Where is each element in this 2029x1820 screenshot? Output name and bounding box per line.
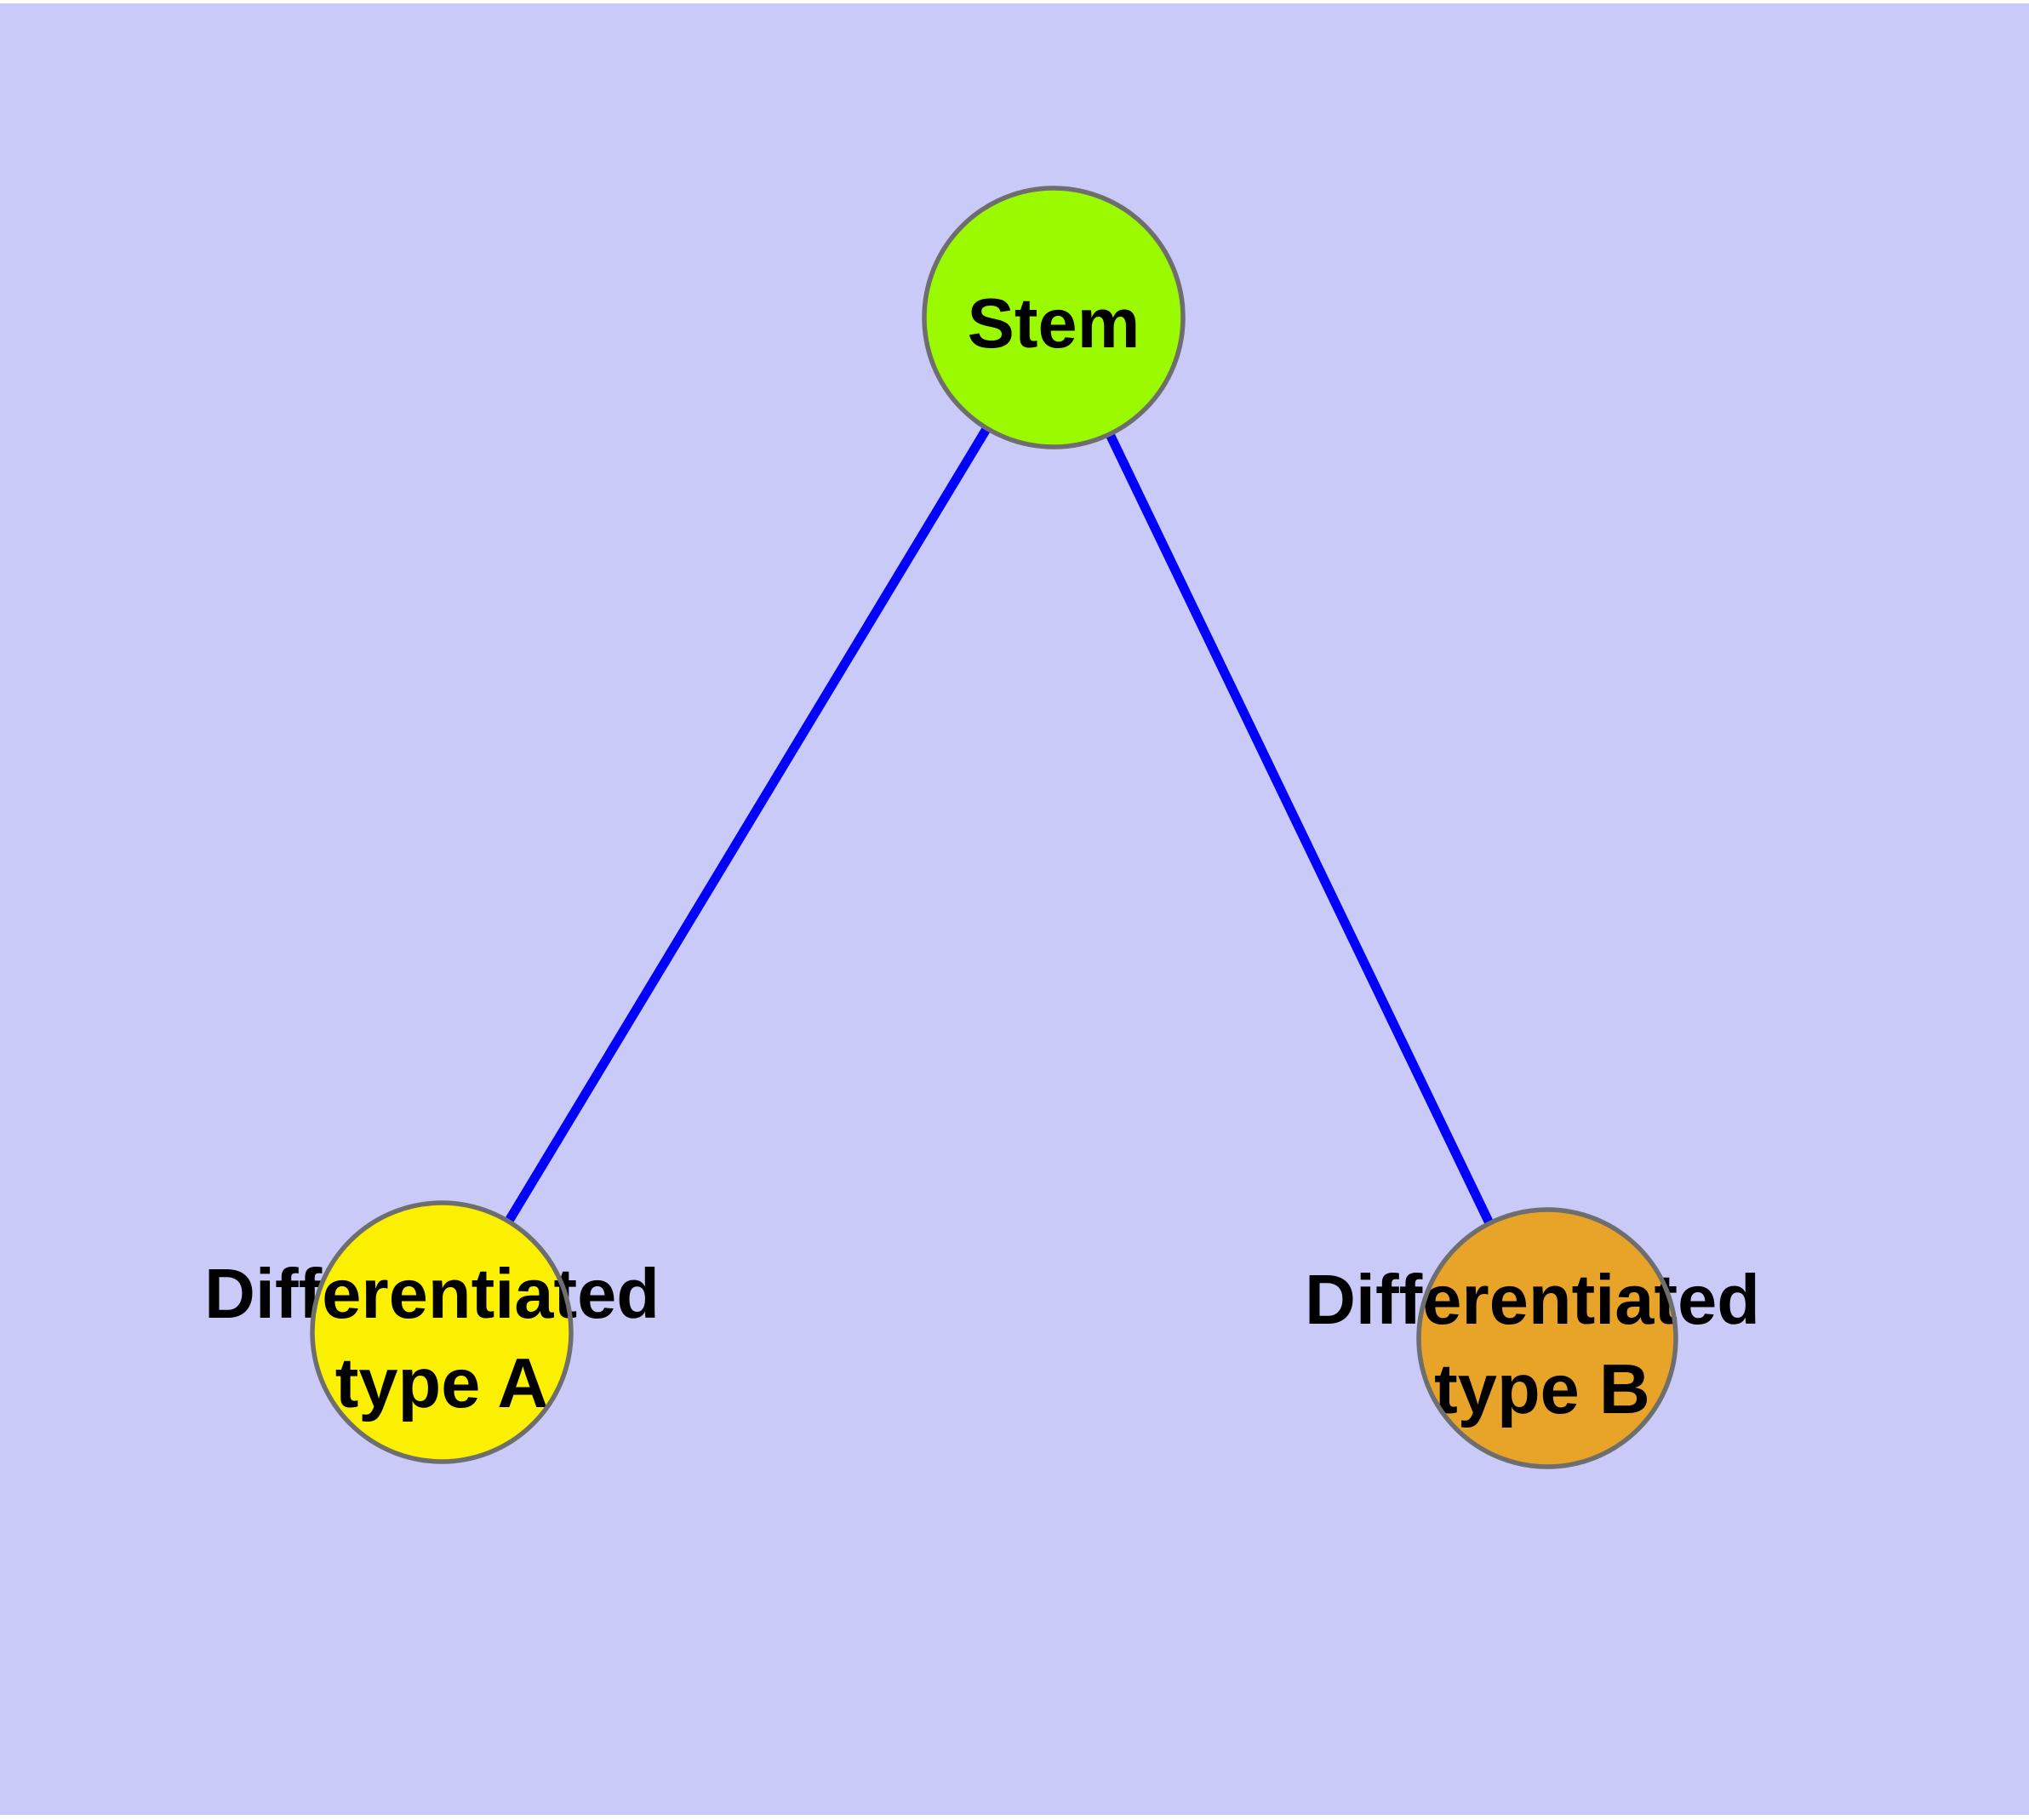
node-type-b-border: [1416, 1207, 1678, 1469]
node-type-a-label-line1: Differentiated: [204, 1254, 660, 1333]
node-type-a-label: Differentiated type A: [204, 1254, 679, 1422]
node-type-b-label: Differentiated type B: [1305, 1260, 1780, 1428]
node-type-a-circle: [312, 1203, 571, 1462]
edge-stem-to-type-b: [1049, 315, 1549, 1341]
node-type-a-label-line2: type A: [335, 1343, 549, 1422]
node-type-a-border: [310, 1200, 574, 1464]
node-type-b-label-line1: Differentiated: [1305, 1260, 1760, 1339]
node-type-b-circle: [1419, 1210, 1676, 1467]
node-stem-border: [922, 186, 1186, 449]
node-type-b-label-line2: type B: [1434, 1349, 1650, 1428]
node-stem-label: Stem: [968, 283, 1140, 363]
node-stem-circle: [924, 188, 1183, 447]
edge-stem-to-type-a: [437, 315, 1058, 1335]
